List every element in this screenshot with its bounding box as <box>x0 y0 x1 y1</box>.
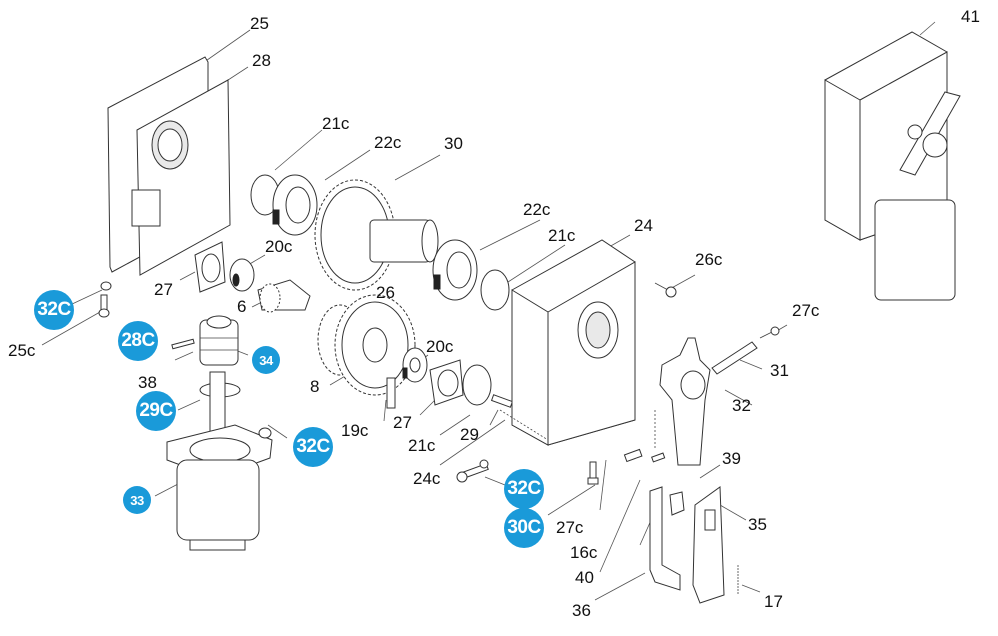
bracket-40-36 <box>649 486 681 591</box>
part-label-8: 8 <box>310 377 320 396</box>
lever-32 <box>659 337 711 466</box>
screw-27c-bot <box>587 461 599 485</box>
part-label-25c: 25c <box>8 341 36 360</box>
assembled-unit-41 <box>824 31 961 301</box>
badge-32c-motor: 32C <box>293 427 333 467</box>
assembly-guide-lines <box>499 409 656 450</box>
bearing-20c-mid <box>402 347 428 383</box>
part-label-21c: 21c <box>322 114 350 133</box>
screw-16c <box>623 448 666 463</box>
part-label-32: 32 <box>732 396 751 415</box>
part-label-29: 29 <box>460 425 479 444</box>
badge-29c: 29C <box>136 391 176 431</box>
part-label-16c: 16c <box>570 543 598 562</box>
ring-21c-bot <box>462 364 492 406</box>
screw-26c <box>654 282 677 298</box>
part-label-30: 30 <box>444 134 463 153</box>
badge-30c: 30C <box>504 508 544 548</box>
plate-35 <box>692 486 725 604</box>
bearing-22c-mid <box>432 239 478 301</box>
part-label-26: 26 <box>376 283 395 302</box>
part-label-20c-mid: 20c <box>426 337 454 356</box>
part-label-36: 36 <box>572 601 591 620</box>
badge-32c-housing: 32C <box>504 469 544 509</box>
part-label-27: 27 <box>154 280 173 299</box>
part-label-6: 6 <box>237 297 247 316</box>
badge-34: 34 <box>252 346 280 374</box>
bushing-27-top <box>194 241 226 293</box>
badge-33: 33 <box>123 486 151 514</box>
part-label-39: 39 <box>722 449 741 468</box>
pulley-34 <box>199 315 239 366</box>
cover-plate-25 <box>107 56 231 276</box>
badge-32c: 32C <box>34 290 74 330</box>
badge-28c: 28C <box>118 321 158 361</box>
gear-26-8 <box>317 294 416 396</box>
part-label-41: 41 <box>961 7 980 26</box>
part-label-27-mid: 27 <box>393 413 412 432</box>
clip-39 <box>669 491 685 516</box>
part-label-24c: 24c <box>413 469 441 488</box>
part-label-22c: 22c <box>374 133 402 152</box>
part-label-40: 40 <box>575 568 594 587</box>
gear-housing-24 <box>511 239 636 446</box>
part-label-19c: 19c <box>341 421 369 440</box>
bushing-27-mid <box>429 359 464 406</box>
part-label-28: 28 <box>252 51 271 70</box>
pin-28c <box>171 338 195 350</box>
ring-21c-mid <box>480 269 510 311</box>
motor-33 <box>166 371 273 551</box>
leader-lines <box>41 21 936 601</box>
pinion-6 <box>257 279 311 313</box>
part-label-38: 38 <box>138 373 157 392</box>
pin-31 <box>711 341 758 375</box>
part-label-21c-bot: 21c <box>408 436 436 455</box>
bearing-20c-top <box>229 258 255 292</box>
bearing-22c-top <box>272 174 318 236</box>
part-label-31: 31 <box>770 361 789 380</box>
part-label-17: 17 <box>764 592 783 611</box>
part-label-25: 25 <box>250 14 269 33</box>
washer-32c <box>258 427 272 439</box>
part-label-21c-mid: 21c <box>548 226 576 245</box>
gear-30 <box>314 179 439 291</box>
part-label-20c: 20c <box>265 237 293 256</box>
screw-27c-right <box>759 326 780 339</box>
pin-29 <box>490 394 514 408</box>
part-label-27c-right: 27c <box>792 301 820 320</box>
part-label-26c: 26c <box>695 250 723 269</box>
part-label-35: 35 <box>748 515 767 534</box>
bolt-24c <box>456 459 489 483</box>
bolt-25c <box>98 281 112 318</box>
part-label-24: 24 <box>634 216 653 235</box>
part-label-27c-bot: 27c <box>556 518 584 537</box>
key-19c <box>386 377 396 409</box>
part-label-22c-mid: 22c <box>523 200 551 219</box>
